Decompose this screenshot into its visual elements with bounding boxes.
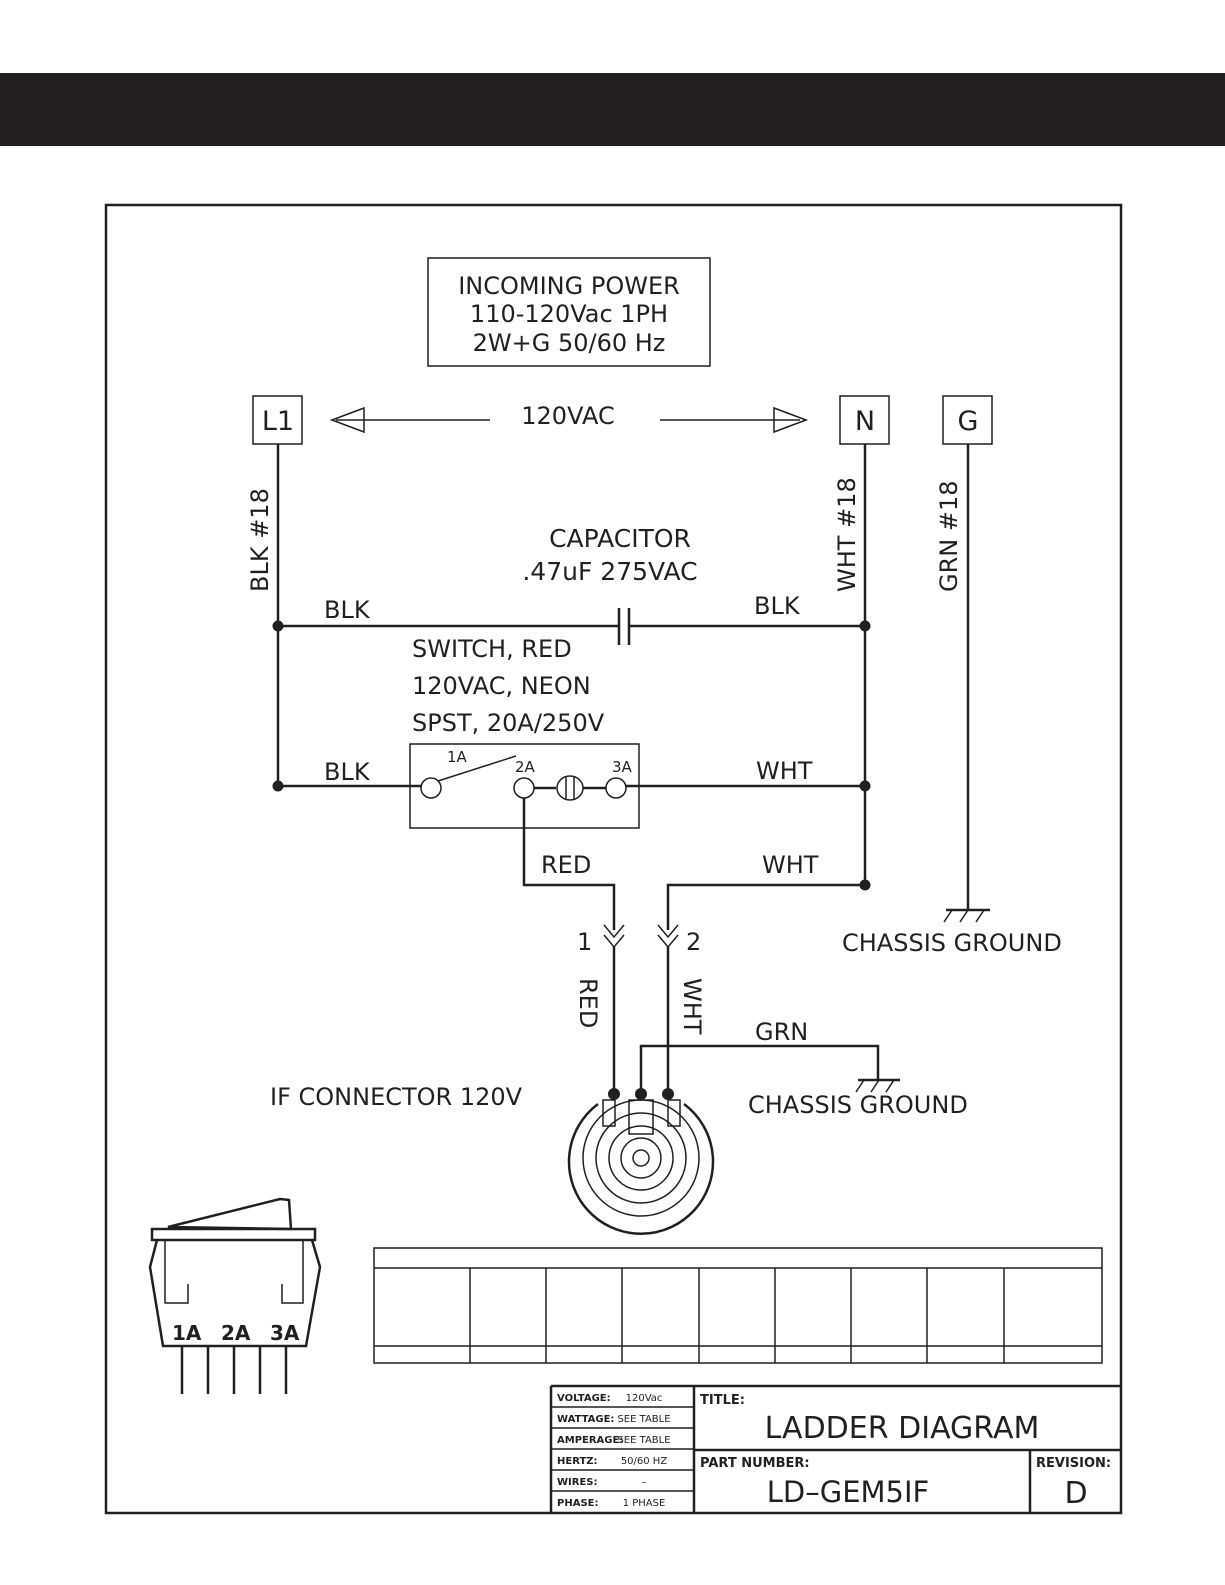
ground-label-1: CHASSIS GROUND bbox=[842, 929, 1062, 957]
terminal-l1: L1 bbox=[252, 395, 303, 445]
svg-text:L1: L1 bbox=[262, 406, 294, 437]
label-wht-bottom: WHT bbox=[762, 851, 819, 879]
chassis-ground-1: CHASSIS GROUND bbox=[842, 908, 1062, 957]
switch-rung: SWITCH, RED 120VAC, NEON SPST, 20A/250V … bbox=[272, 635, 871, 829]
spec-value-voltage: 120Vac bbox=[626, 1393, 663, 1404]
incoming-power-box: INCOMING POWER 110-120Vac 1PH 2W+G 50/60… bbox=[427, 257, 711, 367]
revision-value: D bbox=[1064, 1476, 1087, 1511]
revision-label: REVISION: bbox=[1036, 1456, 1111, 1471]
switch-line3: SPST, 20A/250V bbox=[412, 709, 605, 737]
switch-line1: SWITCH, RED bbox=[412, 635, 572, 663]
terminal-g: G bbox=[942, 395, 993, 445]
rocker-pin-3a: 3A bbox=[270, 1321, 300, 1345]
switch-pin-1a: 1A bbox=[447, 748, 468, 766]
svg-text:N: N bbox=[855, 406, 875, 437]
spec-key-wattage: WATTAGE: bbox=[557, 1414, 614, 1425]
part-value: LD–GEM5IF bbox=[767, 1475, 930, 1509]
spec-value-amperage: SEE TABLE bbox=[617, 1435, 670, 1446]
connector-pin-2: 2 bbox=[686, 928, 701, 956]
spec-key-hertz: HERTZ: bbox=[557, 1456, 598, 1467]
label-wht-18: WHT #18 bbox=[833, 477, 861, 592]
label-wht-vert: WHT bbox=[678, 978, 706, 1035]
spec-key-phase: PHASE: bbox=[557, 1498, 598, 1509]
label-grn: GRN bbox=[755, 1018, 808, 1046]
label-blk-switch: BLK bbox=[324, 758, 371, 786]
svg-text:G: G bbox=[958, 406, 979, 437]
title-block: VOLTAGE: 120Vac WATTAGE: SEE TABLE AMPER… bbox=[549, 1384, 1121, 1513]
spec-table: VOLTAGE: 120Vac WATTAGE: SEE TABLE AMPER… bbox=[551, 1393, 694, 1509]
label-blk-cap-left: BLK bbox=[324, 596, 371, 624]
diagram-frame bbox=[104, 203, 1123, 1515]
ground-label-2: CHASSIS GROUND bbox=[748, 1091, 968, 1119]
spec-key-voltage: VOLTAGE: bbox=[557, 1393, 611, 1404]
label-red: RED bbox=[541, 851, 591, 879]
chassis-ground-2: CHASSIS GROUND bbox=[748, 1078, 968, 1119]
spec-key-wires: WIRES: bbox=[557, 1477, 597, 1488]
power-line3: 2W+G 50/60 Hz bbox=[473, 329, 666, 357]
label-blk-cap-right: BLK bbox=[754, 592, 801, 620]
spec-value-wires: – bbox=[642, 1477, 647, 1488]
voltage-label: 120VAC bbox=[521, 402, 614, 430]
capacitor-line1: CAPACITOR bbox=[549, 524, 691, 553]
label-blk-18: BLK #18 bbox=[246, 488, 274, 592]
switch-pin-3a: 3A bbox=[612, 758, 633, 776]
spec-value-hertz: 50/60 HZ bbox=[621, 1456, 668, 1467]
title-label: TITLE: bbox=[700, 1393, 745, 1408]
connector-leads: RED WHT 1 2 RED WHT GRN bbox=[522, 798, 880, 1092]
spec-value-phase: 1 PHASE bbox=[623, 1498, 666, 1509]
title-value: LADDER DIAGRAM bbox=[765, 1411, 1040, 1446]
rocker-pin-2a: 2A bbox=[221, 1321, 251, 1345]
wattage-table bbox=[373, 1247, 1103, 1364]
rocker-pin-1a: 1A bbox=[172, 1321, 202, 1345]
rocker-switch-icon: 1A 2A 3A bbox=[148, 1197, 322, 1394]
neon-lamp-icon bbox=[556, 775, 584, 801]
header-band bbox=[0, 73, 1225, 146]
spec-key-amperage: AMPERAGE: bbox=[557, 1435, 623, 1446]
part-label: PART NUMBER: bbox=[700, 1456, 810, 1471]
connector-pin-1: 1 bbox=[577, 928, 592, 956]
if-connector-icon: IF CONNECTOR 120V bbox=[270, 1083, 715, 1235]
terminal-n: N bbox=[839, 395, 890, 445]
voltage-arrow: 120VAC bbox=[329, 402, 809, 434]
spec-value-wattage: SEE TABLE bbox=[617, 1414, 670, 1425]
power-line1: INCOMING POWER bbox=[458, 272, 680, 300]
power-line2: 110-120Vac 1PH bbox=[470, 300, 668, 328]
capacitor-line2: .47uF 275VAC bbox=[522, 557, 697, 586]
connector-label: IF CONNECTOR 120V bbox=[270, 1083, 523, 1111]
label-grn-18: GRN #18 bbox=[935, 480, 963, 592]
switch-pin-2a: 2A bbox=[515, 758, 536, 776]
label-red-vert: RED bbox=[574, 978, 602, 1028]
label-wht-switch: WHT bbox=[756, 757, 813, 785]
capacitor-rung: BLK BLK CAPACITOR .47uF 275VAC bbox=[272, 524, 871, 645]
switch-line2: 120VAC, NEON bbox=[412, 672, 591, 700]
